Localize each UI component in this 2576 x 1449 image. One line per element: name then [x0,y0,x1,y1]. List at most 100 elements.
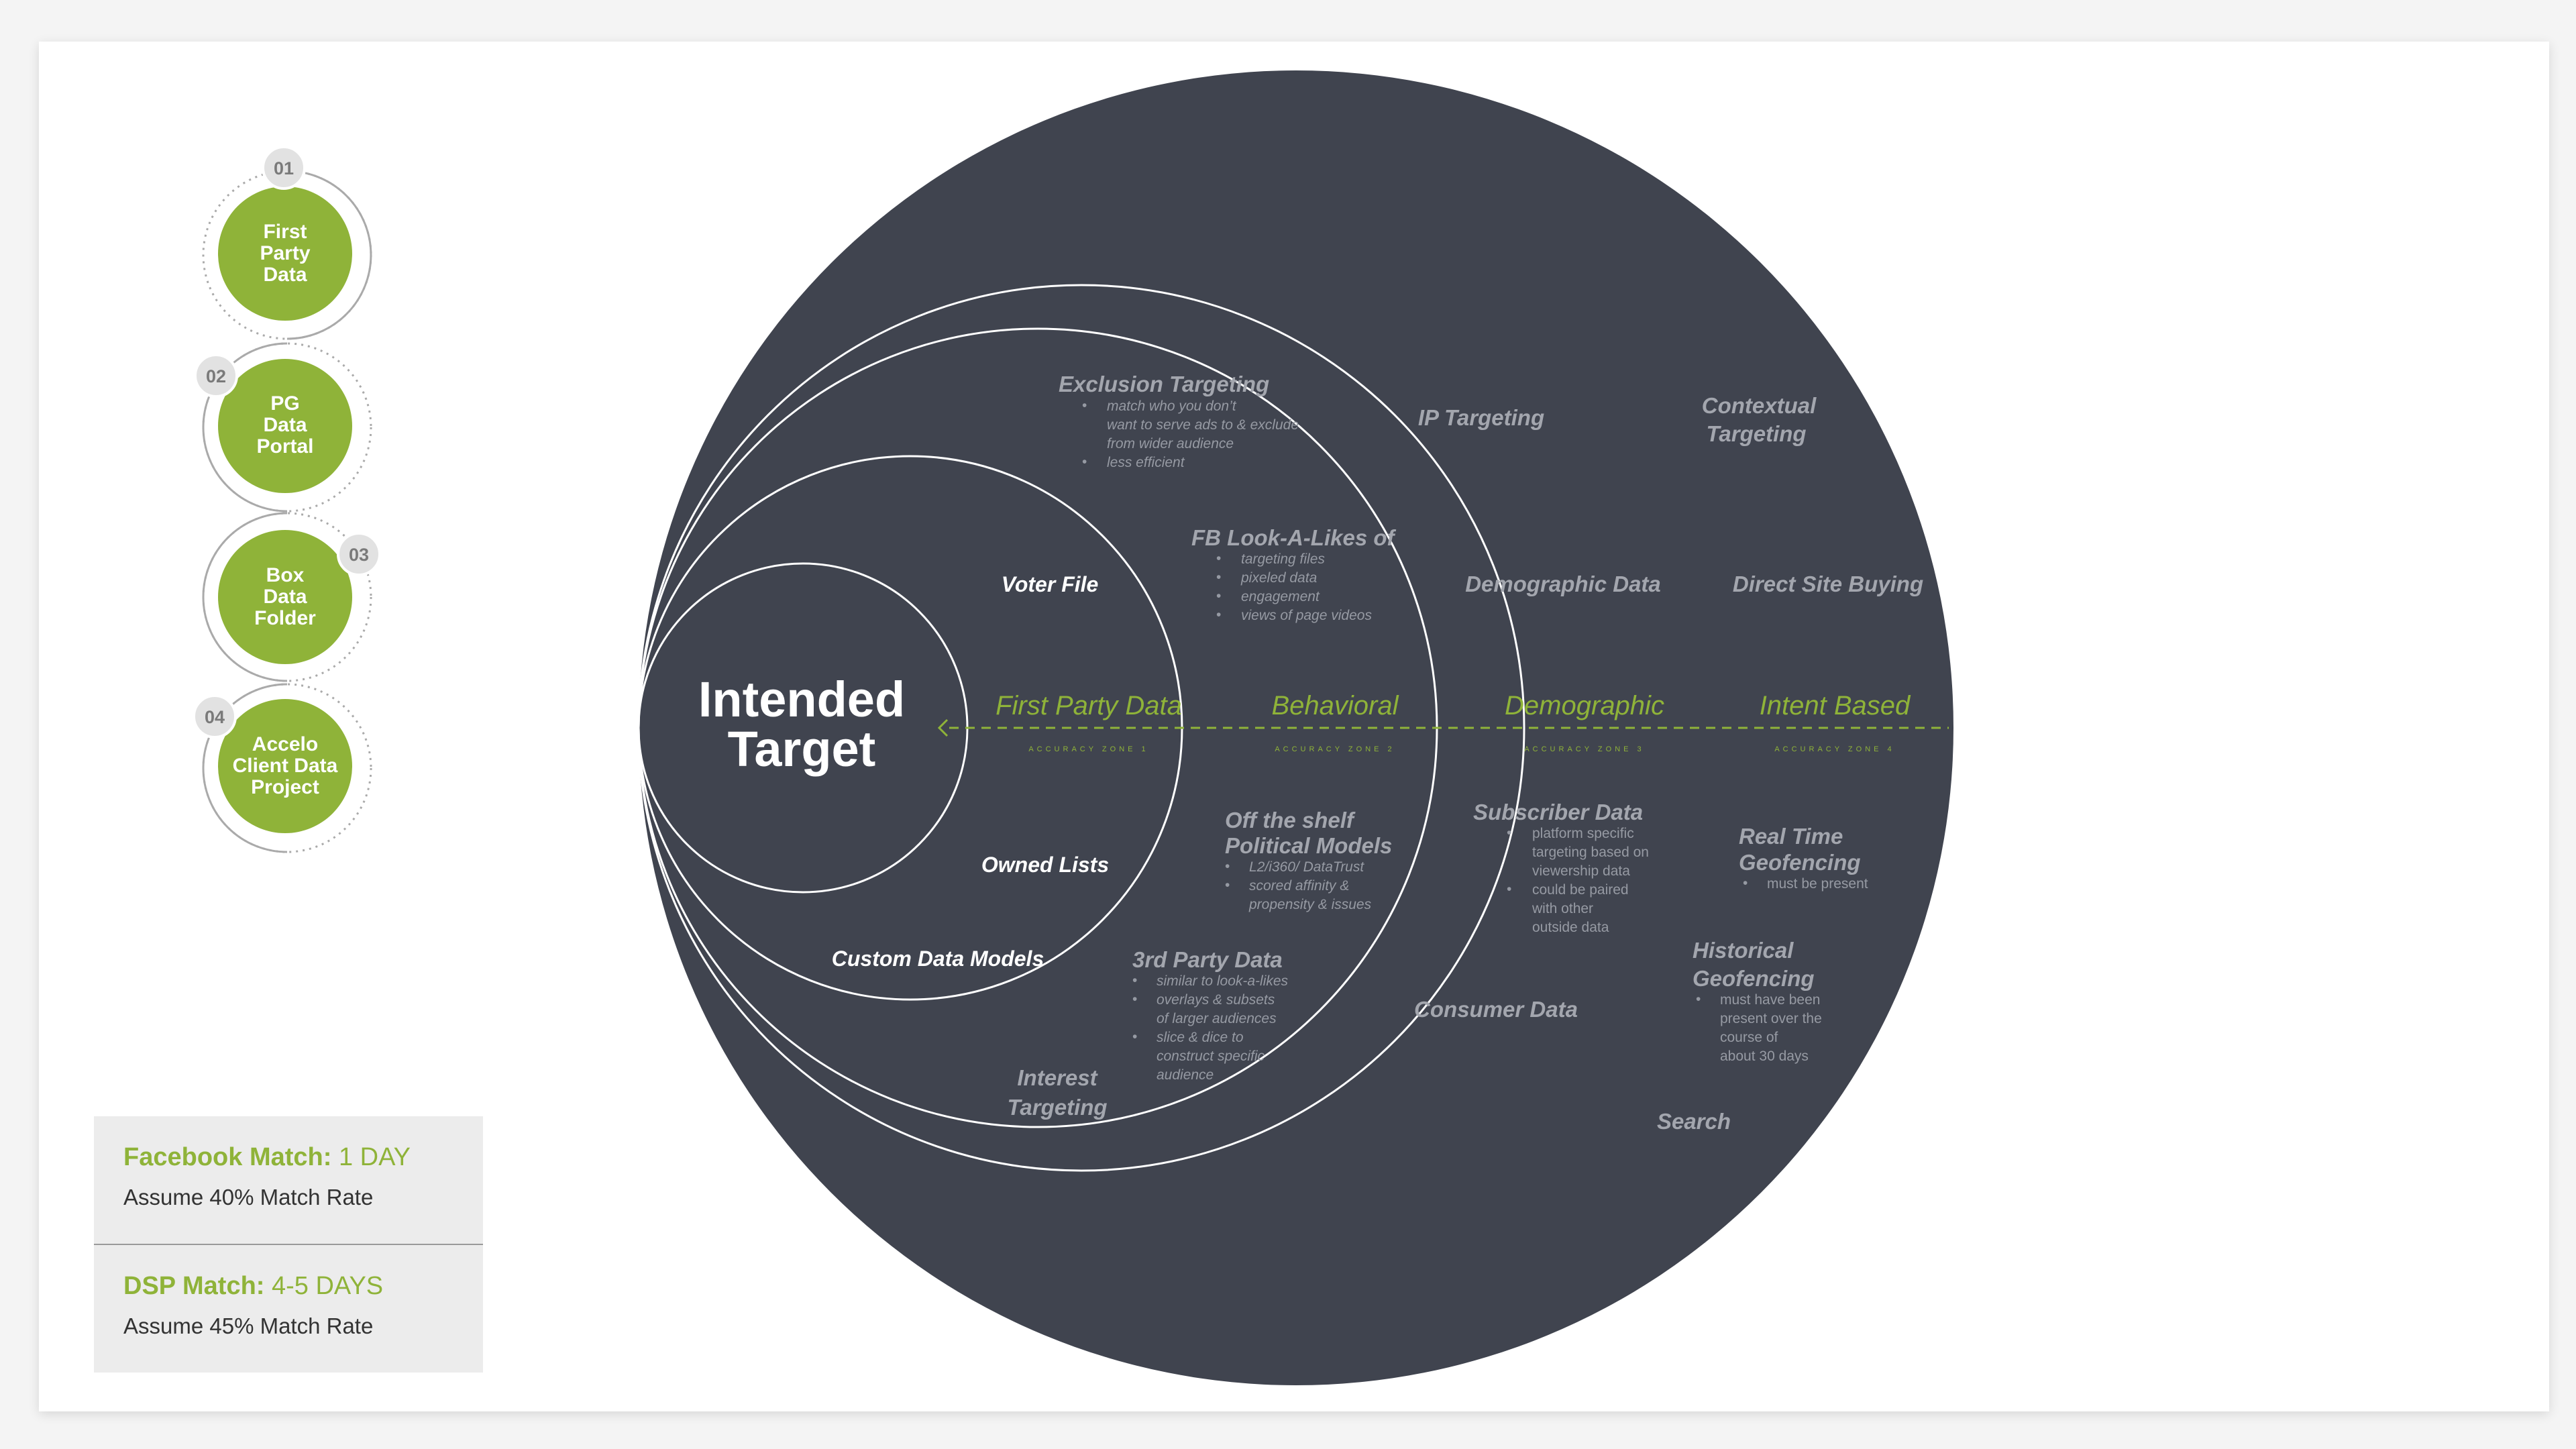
bullet-text: viewership data [1532,863,1630,879]
step-ring-solid [202,683,288,853]
step-label-line: Box [266,564,305,586]
intended-target-line2: Target [728,721,876,777]
off-shelf-title-line1: Off the shelf [1225,808,1356,833]
step-number: 01 [274,158,294,178]
step-number: 03 [349,545,369,565]
bullet-text: must be present [1767,876,1868,892]
bullet-text: similar to look-a-likes [1157,973,1289,989]
bullet-text: must have been [1720,992,1820,1008]
bullet-text: pixeled data [1240,570,1317,586]
consumer-data-label: Consumer Data [1414,997,1578,1022]
bullet-dot: • [1507,881,1511,897]
bullet-dot: • [1082,454,1087,470]
intended-target-line1: Intended [698,672,905,727]
bullet-dot: • [1082,398,1087,413]
step-circle [218,699,352,833]
bullet-dot: • [1132,991,1137,1007]
custom-data-models-label: Custom Data Models [832,947,1044,971]
zone-3-title: Demographic [1505,691,1664,720]
bullet-dot: • [1507,825,1511,841]
dsp-match-label: DSP Match: [123,1272,265,1300]
interest-targeting-line2: Targeting [1007,1095,1107,1120]
interest-targeting-line1: Interest [1017,1065,1098,1090]
step-03: 03 Box Data Folder [202,512,381,682]
step-label-line: Party [260,242,310,264]
step-label-line: Accelo [252,733,318,755]
zone-1-subtitle: ACCURACY ZONE 1 [1028,745,1148,753]
zone-2-subtitle: ACCURACY ZONE 2 [1275,745,1395,753]
zone-2-title: Behavioral [1271,691,1399,720]
bullet-dot: • [1696,991,1701,1007]
voter-file-label: Voter File [1002,572,1099,596]
facebook-match-duration: 1 DAY [331,1143,411,1171]
step-label-line: Portal [256,435,313,458]
off-shelf-models-block: Off the shelf Political Models • L2/i360… [1225,808,1392,912]
bullet-dot: • [1225,877,1230,893]
step-label-line: Client Data [233,755,338,777]
bullet-text: from wider audience [1107,436,1234,451]
step-ring-solid [286,170,372,340]
bullet-text: with other [1532,901,1593,916]
exclusion-targeting-title: Exclusion Targeting [1059,372,1269,396]
bullet-dot: • [1216,607,1221,623]
bullet-text: of larger audiences [1157,1011,1277,1026]
zone-3-subtitle: ACCURACY ZONE 3 [1524,745,1644,753]
step-01: 01 First Party Data [202,146,372,340]
realtime-title-line1: Real Time [1739,824,1843,849]
bullet-text: scored affinity & [1249,878,1349,894]
bullet-text: want to serve ads to & exclude [1107,417,1299,433]
bullet-text: course of [1720,1030,1778,1045]
step-label-line: Folder [254,607,316,629]
bullet-text: present over the [1720,1011,1822,1026]
bullet-text: propensity & issues [1248,897,1372,912]
dsp-match-duration: 4-5 DAYS [264,1272,384,1300]
step-number-badge [193,694,237,739]
step-label-line: Data [263,264,307,286]
bullet-text: targeting based on [1532,845,1649,860]
step-circle [218,359,352,493]
bullet-text: construct specific [1157,1049,1265,1064]
subscriber-data-title: Subscriber Data [1473,800,1643,824]
zone-1-title: First Party Data [996,691,1182,720]
bullet-dot: • [1225,859,1230,874]
step-04: 04 Accelo Client Data Project [193,683,372,853]
facebook-match-title: Facebook Match: 1 DAY [123,1143,411,1172]
bullet-text: targeting files [1241,551,1325,567]
step-label-line: Data [263,586,307,608]
arrow-head-icon [937,718,949,737]
step-number-badge [194,354,238,398]
match-info-box: Facebook Match: 1 DAY Assume 40% Match R… [94,1116,483,1373]
bullet-text: about 30 days [1720,1049,1809,1064]
demographic-data-label: Demographic Data [1465,572,1661,596]
exclusion-targeting-block: Exclusion Targeting • match who you don’… [1059,372,1299,470]
step-ring-solid [202,512,288,682]
bullet-dot: • [1216,551,1221,566]
step-label-line: Data [263,414,307,436]
step-label-line: PG [270,392,299,415]
step-02: 02 PG Data Portal [194,342,372,513]
bullet-text: overlays & subsets [1157,992,1275,1008]
bullet-text: views of page videos [1241,608,1372,623]
step-circle [218,186,352,321]
third-party-title: 3rd Party Data [1132,947,1283,972]
step-number: 04 [205,707,225,727]
historical-geofencing-block: Historical Geofencing • must have been p… [1693,938,1822,1064]
fb-lookalikes-block: FB Look-A-Likes of • targeting files • p… [1191,525,1397,623]
dsp-match-title: DSP Match: 4-5 DAYS [123,1272,383,1301]
facebook-match-label: Facebook Match: [123,1143,332,1171]
bullet-text: less efficient [1107,455,1185,470]
historical-title-line2: Geofencing [1693,966,1815,991]
bullet-text: L2/i360/ DataTrust [1249,859,1364,875]
dsp-match-rate: Assume 45% Match Rate [123,1313,374,1338]
bullet-dot: • [1216,570,1221,585]
third-party-data-block: 3rd Party Data • similar to look-a-likes… [1132,947,1289,1083]
bullet-dot: • [1216,588,1221,604]
bullet-text: audience [1157,1067,1214,1083]
step-number: 02 [206,366,226,386]
contextual-targeting-line2: Targeting [1706,421,1806,446]
step-number-badge [337,532,381,576]
subscriber-data-block: Subscriber Data • platform specific targ… [1473,800,1649,935]
zone-4-title: Intent Based [1760,691,1911,720]
bullet-text: match who you don’t [1107,398,1237,414]
